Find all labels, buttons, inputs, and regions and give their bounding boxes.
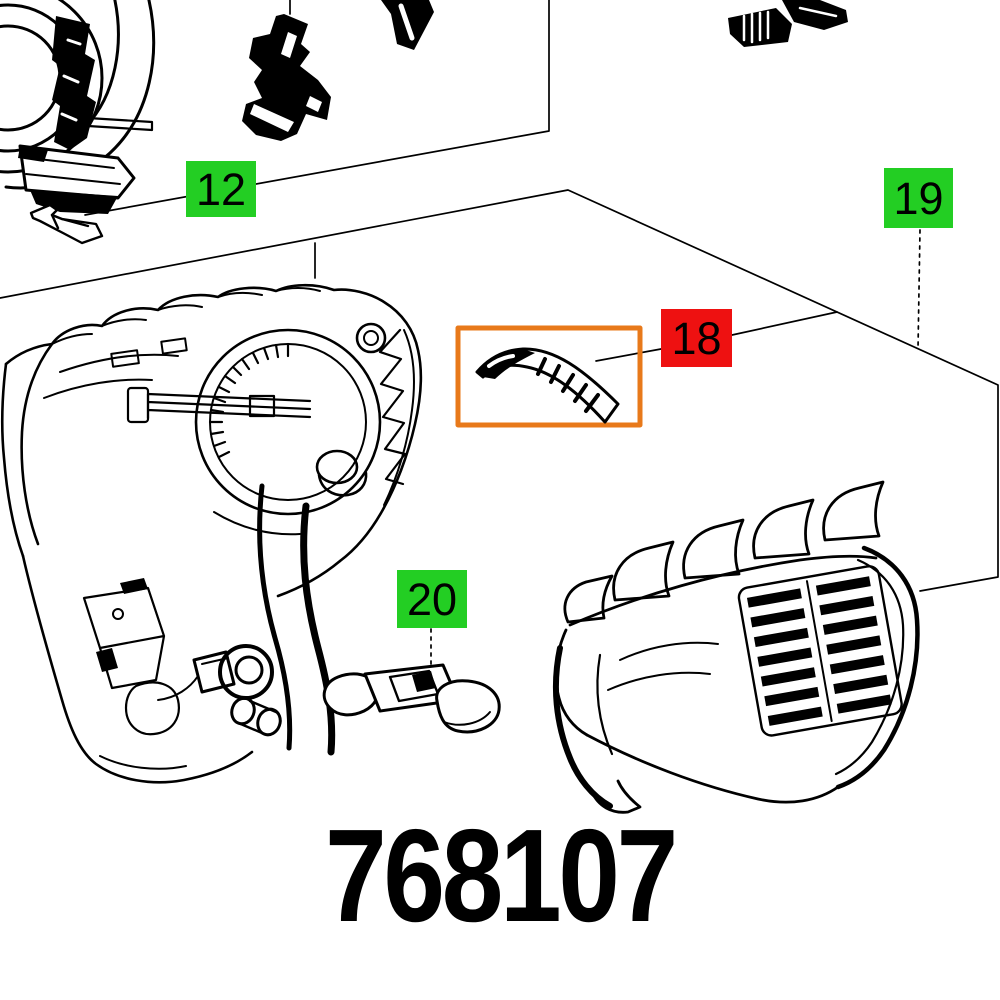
assembly-boundary-lines (0, 0, 999, 678)
part-18-contact-strip (475, 347, 620, 424)
part-number: 768107 (325, 802, 678, 949)
right-housing-drawing (552, 480, 920, 814)
callout-20[interactable]: 20 (397, 570, 467, 628)
vent-slots (737, 565, 903, 737)
part-20-switch-drawing (322, 663, 501, 734)
callout-12[interactable]: 12 (186, 161, 256, 217)
callout-19[interactable]: 19 (884, 168, 953, 228)
connector-part-drawing (728, 0, 848, 47)
callout-18-selected[interactable]: 18 (661, 309, 732, 367)
part-12-clip-drawing (29, 203, 104, 245)
gear-teeth (208, 342, 290, 459)
bracket-part-drawing (242, 14, 331, 141)
top-edge-part-drawing (381, 0, 434, 50)
highlight-box-part-18 (455, 325, 643, 428)
motor-assembly-drawing (0, 0, 156, 214)
leader-line-19 (917, 229, 921, 350)
left-housing-drawing (0, 283, 423, 784)
leader-line-18-right (731, 311, 838, 336)
boundary-line-main (0, 189, 999, 592)
leader-line-18-left (595, 348, 662, 362)
small-hardware-drawing (192, 644, 282, 737)
zigzag-ribs (378, 328, 407, 486)
